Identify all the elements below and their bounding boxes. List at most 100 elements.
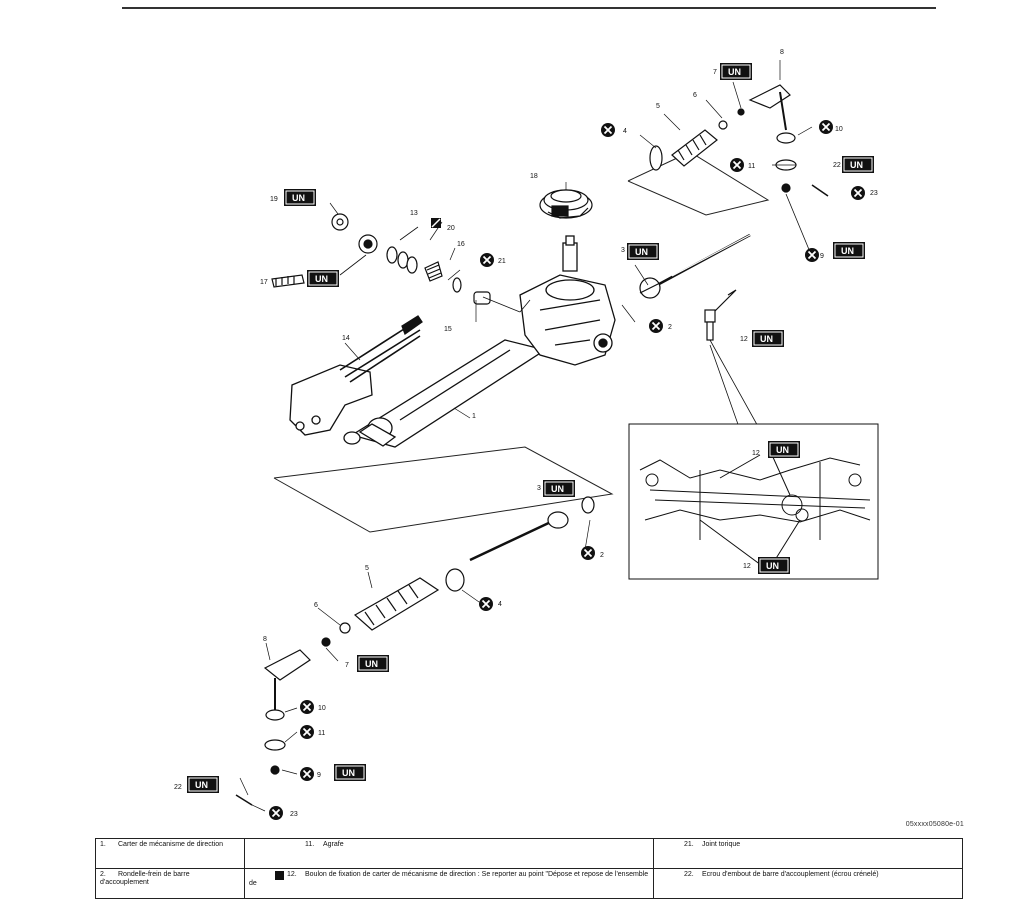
replace-icon [580, 545, 596, 561]
part-number: 22. [684, 871, 694, 878]
svg-text:UN: UN [776, 445, 789, 455]
callout-22-lower: 22 [174, 784, 182, 791]
callout-7-upper: 7 [713, 69, 717, 76]
callout-11-lower: 11 [318, 730, 325, 737]
part-name: Carter de mécanisme de direction [118, 841, 224, 848]
legend-cell: 12.Boulon de fixation de carter de mécan… [244, 868, 654, 899]
adjuster-parts [271, 213, 531, 313]
svg-text:UN: UN [292, 193, 305, 203]
callout-10-lower: 10 [318, 705, 326, 712]
replace-icon [299, 766, 315, 782]
callout-11-upper: 11 [748, 163, 755, 170]
torque-badge: UN [307, 270, 339, 287]
table-row: 2.Rondelle-frein de barre d'accouplement… [95, 868, 963, 899]
callout-9-upper: 9 [820, 253, 824, 260]
tie-rod-lower [235, 496, 595, 806]
callout-23-upper: 23 [870, 190, 878, 197]
mounting-bolt [704, 309, 761, 431]
replace-icon [299, 724, 315, 740]
callout-21: 21 [498, 258, 506, 265]
legend-cell: 2.Rondelle-frein de barre d'accouplement [95, 868, 245, 899]
guide-frame-lower [273, 446, 614, 533]
callout-1: 1 [472, 413, 476, 420]
part-name: Agrafe [323, 841, 344, 848]
replace-icon [648, 318, 664, 334]
svg-text:UN: UN [841, 246, 854, 256]
torque-badge: UN [357, 655, 389, 672]
torque-badge: UN [720, 63, 752, 80]
callout-9-lower: 9 [317, 772, 321, 779]
part-name: Ecrou d'embout de barre d'accouplement (… [702, 871, 879, 878]
torque-badge: UN [833, 242, 865, 259]
grease-icon [431, 218, 441, 228]
legend-cell: 22. Ecrou d'embout de barre d'accouplemen… [653, 868, 963, 899]
torque-badge: UN [334, 764, 366, 781]
legend-cell: 21. Joint torique [653, 838, 963, 869]
svg-text:UN: UN [760, 334, 773, 344]
replace-icon [818, 119, 834, 135]
torque-badge: UN [758, 557, 790, 574]
part-number: 21. [684, 841, 694, 848]
leader-lines [239, 60, 813, 812]
inset-detail [628, 423, 879, 580]
torque-badge: UN [284, 189, 316, 206]
svg-text:UN: UN [766, 561, 779, 571]
callout-5-upper: 5 [656, 103, 660, 110]
callout-3-lower: 3 [537, 485, 541, 492]
torque-badge: UN [627, 243, 659, 260]
pinion-cover [539, 189, 593, 219]
mounting-bracket [289, 315, 423, 436]
svg-text:UN: UN [365, 659, 378, 669]
callout-16: 16 [457, 241, 465, 248]
part-name: Joint torique [702, 841, 741, 848]
exploded-steering-rack-diagram: 1 2 2 3 3 4 4 5 5 6 6 7 7 8 8 9 9 10 10 … [174, 49, 879, 821]
svg-text:UN: UN [551, 484, 564, 494]
callout-12-inset-top: 12 [752, 450, 760, 457]
part-name: Boulon de fixation de carter de mécanism… [249, 871, 649, 887]
callout-7-lower: 7 [345, 662, 349, 669]
part-number: 2. [100, 871, 106, 878]
callout-2-lower: 2 [600, 552, 604, 559]
callout-8-lower: 8 [263, 636, 267, 643]
legend-cell: 11. Agrafe [244, 838, 654, 869]
replace-icon [850, 185, 866, 201]
svg-text:UN: UN [635, 247, 648, 257]
guide-frame-upper [627, 151, 770, 216]
torque-badge: UN [842, 156, 874, 173]
svg-text:UN: UN [315, 274, 328, 284]
replace-icon [729, 157, 745, 173]
replace-icon [268, 805, 284, 821]
callout-10-upper: 10 [835, 126, 843, 133]
callout-4-lower: 4 [498, 601, 502, 608]
grease-icon [275, 871, 284, 880]
callout-12-bolt: 12 [740, 336, 748, 343]
svg-text:UN: UN [342, 768, 355, 778]
replace-icon [804, 247, 820, 263]
callout-14: 14 [342, 335, 350, 342]
torque-badge: UN [768, 441, 800, 458]
legend-cell: 1. Carter de mécanisme de direction [95, 838, 245, 869]
replace-icon [600, 122, 616, 138]
replace-icon [299, 699, 315, 715]
tie-rod-upper [639, 84, 829, 319]
part-number: 12. [287, 871, 297, 878]
part-number: 1. [100, 841, 106, 848]
svg-text:UN: UN [195, 780, 208, 790]
callout-8-upper: 8 [780, 49, 784, 56]
callout-22-upper: 22 [833, 162, 841, 169]
callout-23-lower: 23 [290, 811, 298, 818]
top-rule [122, 7, 936, 9]
torque-badge: UN [752, 330, 784, 347]
callout-17: 17 [260, 279, 268, 286]
callout-13: 13 [410, 210, 418, 217]
torque-badge: UN [543, 480, 575, 497]
part-number: 11. [305, 841, 315, 848]
svg-text:UN: UN [850, 160, 863, 170]
torque-badge: UN [187, 776, 219, 793]
table-row: 1. Carter de mécanisme de direction 11. Ag… [95, 838, 963, 869]
callout-2-upper: 2 [668, 324, 672, 331]
callout-18: 18 [530, 173, 538, 180]
torque-badges: UN UN UN UN UN UN UN UN UN UN UN UN UN [187, 63, 874, 793]
figure-code: 05xxxx05080e-01 [905, 821, 964, 828]
svg-text:UN: UN [728, 67, 741, 77]
